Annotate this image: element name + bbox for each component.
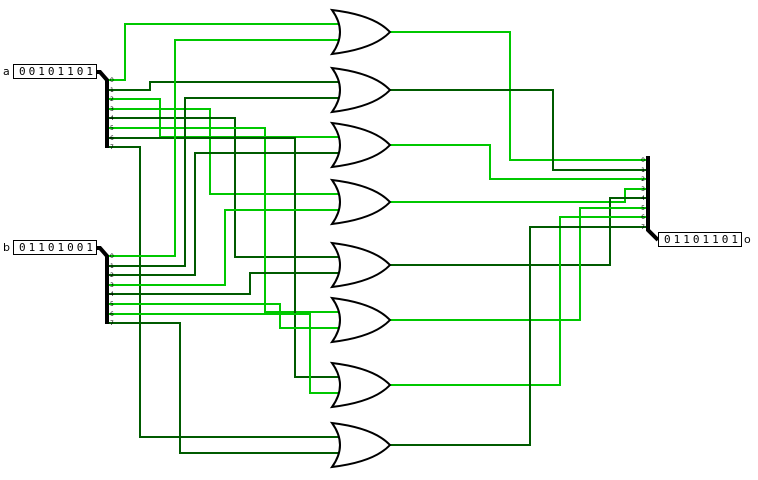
or-gate-3 [329,178,392,226]
wire-o4 [388,197,649,266]
input-a-value[interactable]: 00101101 [13,64,97,79]
wire-a1 [106,81,345,91]
output-label: o [744,233,751,246]
wire-a3 [106,108,345,195]
or-gate-2 [329,121,392,169]
wire-b3 [106,209,345,286]
wire-o0 [388,31,649,161]
splitter-a [95,70,109,148]
wire-b4 [106,272,345,295]
wire-b0 [106,39,345,257]
or-gate-4 [329,241,392,289]
input-b-value[interactable]: 01101001 [13,240,97,255]
splitter-b-pin-label-6: 6 [110,311,114,318]
wire-b5 [106,303,345,329]
splitter-a-pin-label-4: 4 [110,115,114,122]
combiner-out-pin-label-5: 5 [641,205,645,212]
wire-o3 [388,188,649,203]
splitter-b [95,246,109,324]
splitter-a-pin-label-7: 7 [110,144,114,151]
combiner-out-pin-label-7: 7 [641,224,645,231]
wire-o2 [388,144,649,180]
splitter-b-pin-label-1: 1 [110,263,114,270]
splitter-b-pin-label-2: 2 [110,272,114,279]
combiner-out-pin-label-1: 1 [641,167,645,174]
splitter-b-pin-label-5: 5 [110,301,114,308]
combiner-out [646,156,660,242]
splitter-a-pin-label-1: 1 [110,87,114,94]
wire-b6 [106,313,345,394]
wire-b1 [106,97,345,267]
splitter-a-pin-label-5: 5 [110,125,114,132]
splitter-b-pin-label-3: 3 [110,282,114,289]
splitter-b-pin-label-7: 7 [110,320,114,327]
splitter-a-pin-label-0: 0 [110,77,114,84]
or-gate-6 [329,361,392,409]
input-a-label: a [3,65,10,78]
splitter-a-pin-label-6: 6 [110,135,114,142]
output-value: 01101101 [658,232,742,247]
combiner-out-pin-label-3: 3 [641,186,645,193]
combiner-out-pin-label-6: 6 [641,214,645,221]
combiner-out-pin-label-0: 0 [641,157,645,164]
wire-b2 [106,152,345,276]
wire-a4 [106,117,345,258]
wire-o1 [388,89,649,171]
splitter-b-pin-label-0: 0 [110,253,114,260]
wire-o5 [388,207,649,321]
or-gate-7 [329,421,392,469]
input-b-label: b [3,241,10,254]
or-gate-1 [329,66,392,114]
combiner-out-pin-label-2: 2 [641,176,645,183]
wire-o7 [388,226,649,446]
or-gate-0 [329,8,392,56]
or-gate-5 [329,296,392,344]
wire-a0 [106,23,345,81]
wire-a7 [106,146,345,438]
wire-o6 [388,216,649,386]
splitter-b-pin-label-4: 4 [110,291,114,298]
wire-b7 [106,322,345,454]
splitter-a-pin-label-2: 2 [110,96,114,103]
wire-a6 [106,137,345,378]
splitter-a-pin-label-3: 3 [110,106,114,113]
combiner-out-pin-label-4: 4 [641,195,645,202]
